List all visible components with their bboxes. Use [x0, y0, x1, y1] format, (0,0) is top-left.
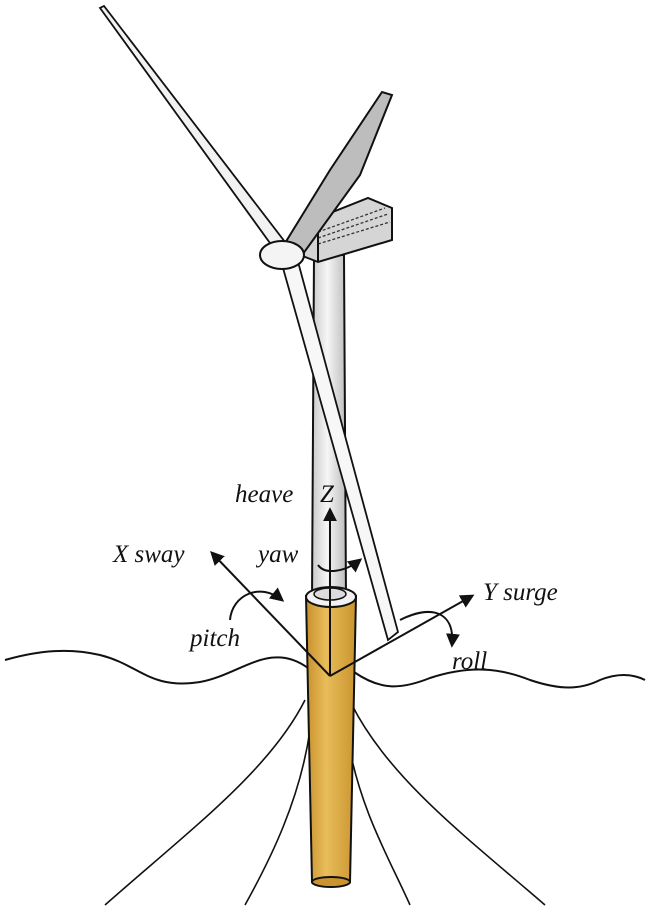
- label-y-surge: Y surge: [483, 579, 558, 606]
- label-x-sway: X sway: [112, 541, 185, 568]
- label-heave: heave: [235, 481, 293, 508]
- y-axis-arrow: [329, 594, 475, 677]
- label-roll: roll: [452, 648, 487, 675]
- hub: [259, 240, 305, 270]
- label-z: Z: [320, 481, 335, 508]
- axes: [210, 507, 475, 677]
- label-yaw: yaw: [255, 541, 299, 568]
- x-axis-arrow: [210, 550, 331, 677]
- water-surface: [4, 649, 646, 689]
- label-pitch: pitch: [188, 625, 240, 652]
- blade-upper-left: [98, 4, 287, 252]
- pitch-rotation-arrow: [229, 587, 285, 621]
- roll-rotation-arrow: [399, 611, 460, 648]
- yaw-rotation-arrow: [317, 558, 363, 573]
